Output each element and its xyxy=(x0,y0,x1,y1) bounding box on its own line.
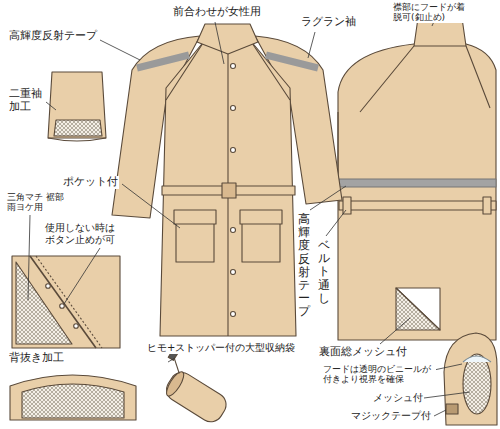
leader-lines xyxy=(46,102,56,110)
callout-label: ヒモ+ストッパー付の大型収納袋 xyxy=(146,342,296,354)
buttons xyxy=(231,64,236,317)
gusset-inset xyxy=(46,284,51,289)
callout-label: 高輝度反射テープ xyxy=(298,212,310,320)
leader-lines xyxy=(380,318,410,344)
front-coat xyxy=(112,24,342,336)
double-sleeve-inset xyxy=(48,72,106,141)
callout-label: ラグラン袖 xyxy=(300,16,357,29)
storage-bag xyxy=(169,359,184,374)
belt-loop xyxy=(343,197,351,214)
front-body xyxy=(160,40,296,336)
storage-bag xyxy=(150,350,237,426)
gusset-inset xyxy=(36,256,102,348)
hood-visor xyxy=(463,356,491,362)
leader-lines xyxy=(168,358,175,362)
gusset-inset xyxy=(12,256,120,348)
leader-lines xyxy=(310,186,346,210)
callout-label: ポケット付 xyxy=(62,176,119,189)
leader-lines xyxy=(122,184,180,228)
callout-label: 二重袖加工 xyxy=(8,88,46,113)
callout-label: 高輝度反射テープ xyxy=(8,30,98,43)
storage-bag xyxy=(162,368,230,426)
gusset-inset xyxy=(74,324,79,329)
leader-lines xyxy=(308,32,315,58)
hood xyxy=(444,333,497,425)
front-reflective-tape xyxy=(266,55,318,68)
callout-label: ベルト通し xyxy=(318,238,330,306)
back-lining-inset xyxy=(10,375,136,420)
leader-lines xyxy=(215,22,224,64)
lining-mesh xyxy=(396,288,440,330)
leader-lines xyxy=(424,392,470,398)
belt-loop xyxy=(483,197,491,214)
buttons xyxy=(231,106,236,111)
gusset-inset xyxy=(60,304,65,309)
callout-label: 前合わせが女性用 xyxy=(172,6,262,19)
callout-label: マジックテープ付 xyxy=(350,410,432,422)
front-collar xyxy=(197,24,258,54)
lining-corner xyxy=(396,288,440,330)
back-view-coat xyxy=(360,46,490,112)
velcro xyxy=(446,404,458,414)
pocket-flap xyxy=(240,210,282,224)
buttons xyxy=(231,64,236,69)
callout-label: 三角マチ 裾部雨ヨケ用 xyxy=(6,192,66,213)
leader-lines xyxy=(100,40,140,60)
double-sleeve-inset xyxy=(48,138,106,141)
leader-lines xyxy=(28,17,470,416)
gusset-inset xyxy=(12,256,120,348)
buttons xyxy=(231,270,236,275)
back-reflective-tape xyxy=(339,179,496,187)
callout-label: 襟部にフードが着脱可(釦止め) xyxy=(392,2,472,23)
callout-label: メッシュ付 xyxy=(372,392,424,404)
buttons xyxy=(231,312,236,317)
buttons xyxy=(231,228,236,233)
front-reflective-tape xyxy=(137,55,189,68)
hood-mesh xyxy=(463,354,491,414)
storage-bag xyxy=(163,369,186,398)
double-sleeve-inset xyxy=(54,120,102,136)
back-view-coat xyxy=(338,13,496,340)
leader-lines xyxy=(28,215,30,300)
pocket-flap xyxy=(174,210,216,224)
buttons xyxy=(231,148,236,153)
leader-lines xyxy=(434,364,462,370)
leader-lines xyxy=(434,410,446,416)
gusset-inset xyxy=(46,284,79,329)
callout-label: フードは透明のビニールが付きより視界を確保 xyxy=(322,364,436,385)
raincoat-illustration xyxy=(10,13,497,426)
double-sleeve-inset xyxy=(48,72,106,138)
callout-label: 裏面総メッシュ付 xyxy=(318,346,408,359)
back-view-coat xyxy=(338,44,496,340)
leader-lines xyxy=(64,248,100,304)
leader-lines xyxy=(326,210,346,236)
back-lining-inset xyxy=(22,384,124,418)
callout-label: 使用しない時はボタン止めが可 xyxy=(44,222,122,245)
belt-buckle xyxy=(222,183,236,198)
hood xyxy=(444,333,497,425)
back-belt xyxy=(339,201,496,210)
callout-label: 背抜き加工 xyxy=(8,352,65,365)
back-lining-inset xyxy=(10,375,136,420)
